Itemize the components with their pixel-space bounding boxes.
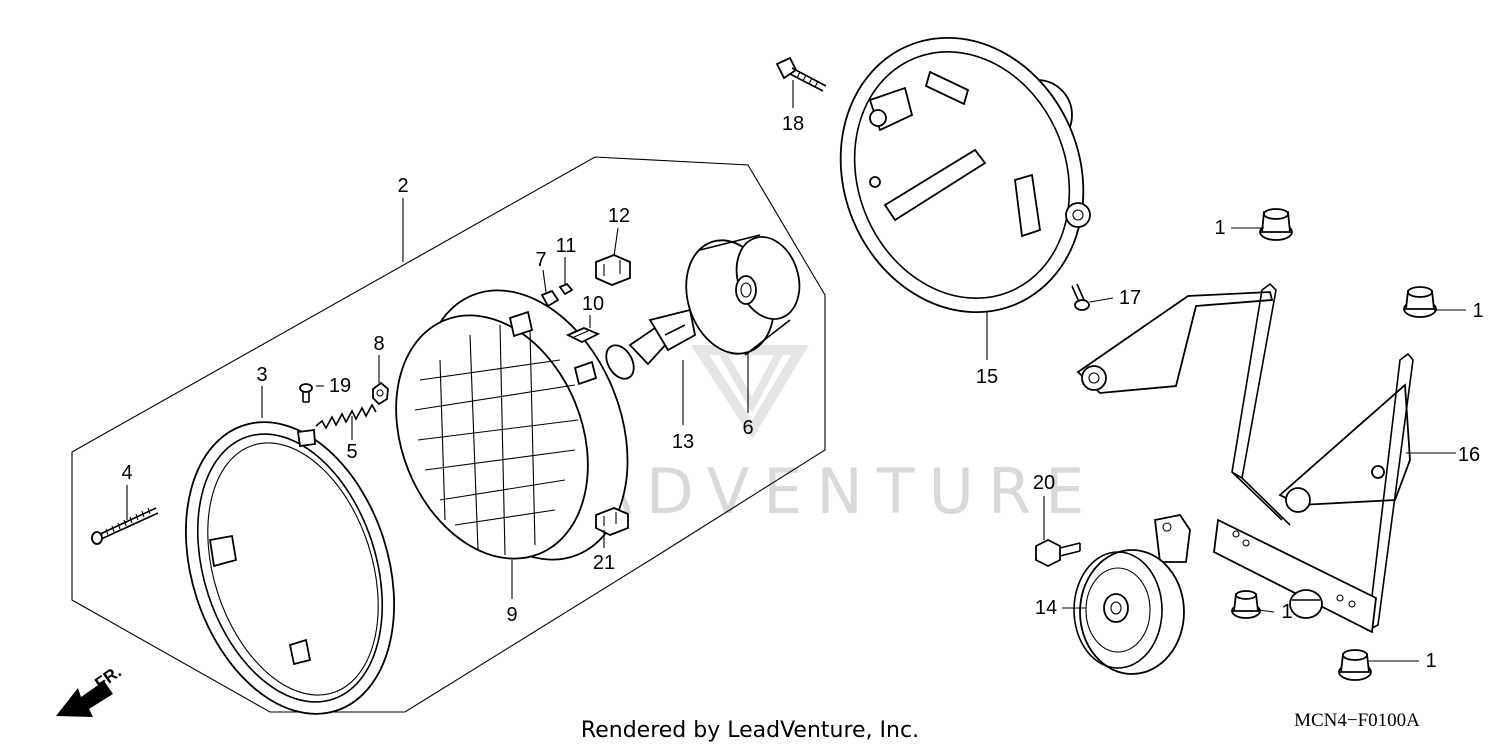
callout-18: 18 [782,113,804,135]
horn [1074,515,1190,674]
callout-4: 4 [121,462,132,484]
bolt-20 [1036,540,1080,566]
adjusting-screw [92,508,158,544]
nut-8 [373,383,388,404]
callout-19: 19 [329,375,351,397]
callout-2: 2 [397,175,408,197]
callout-9: 9 [506,604,517,626]
callout-10: 10 [582,293,604,315]
headlight-unit [361,260,665,591]
callout-17: 17 [1119,287,1141,309]
grommet-1c [1232,591,1260,618]
callout-13: 13 [672,431,694,453]
callout-8: 8 [373,333,384,355]
socket-12 [596,255,630,285]
callout-1a: 1 [1214,217,1225,239]
callout-3: 3 [256,364,267,386]
diagram-code: MCN4−F0100A [1294,710,1420,731]
callout-21: 21 [593,552,615,574]
adjusting-spring [316,405,376,428]
bolt-18 [777,58,826,91]
grommet-1d [1339,650,1371,680]
callout-1d: 1 [1425,650,1436,672]
headlight-rim [150,395,429,741]
callout-1b: 1 [1472,300,1483,322]
credit-text: Rendered by LeadVenture, Inc. [581,718,919,743]
headlight-case [800,1,1124,349]
callout-5: 5 [346,441,357,463]
headlight-bulb [601,310,695,384]
callout-6: 6 [742,417,753,439]
grommet-1b [1404,287,1436,317]
callout-15: 15 [976,366,998,388]
callout-12: 12 [608,205,630,227]
callout-1c: 1 [1281,601,1292,623]
dust-cover [672,229,809,365]
callout-16: 16 [1458,444,1480,466]
callout-20: 20 [1033,472,1055,494]
screw-17 [1072,284,1089,310]
front-direction-arrow: FR. [56,662,125,717]
part-11 [560,284,572,294]
callout-14: 14 [1035,597,1057,619]
callout-7: 7 [535,249,546,271]
callout-11: 11 [556,235,577,257]
grommet-1a [1260,209,1292,240]
screw-19 [300,384,312,402]
